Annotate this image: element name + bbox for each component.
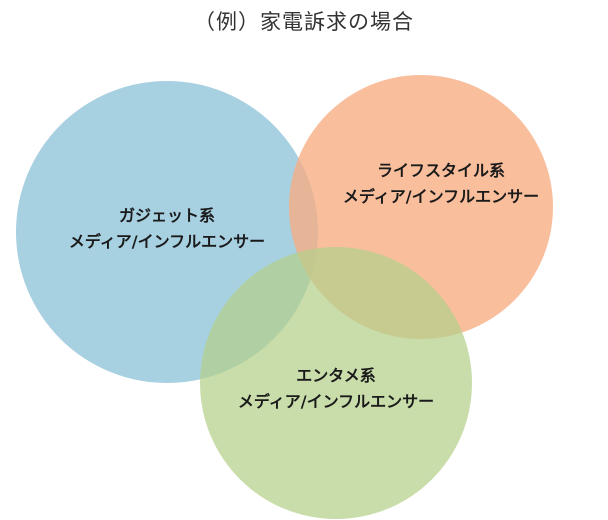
circle-entertainment	[200, 247, 472, 519]
label-lifestyle-category: ライフスタイル系	[377, 161, 505, 180]
label-gadget-category: ガジェット系	[119, 206, 215, 225]
label-gadget-media: メディア/インフルエンサー	[69, 232, 265, 251]
label-entertainment-media: メディア/インフルエンサー	[238, 392, 434, 411]
label-lifestyle-media: メディア/インフルエンサー	[343, 187, 539, 206]
label-entertainment-category: エンタメ系	[296, 366, 376, 385]
page-title: （例）家電訴求の場合	[194, 10, 414, 34]
